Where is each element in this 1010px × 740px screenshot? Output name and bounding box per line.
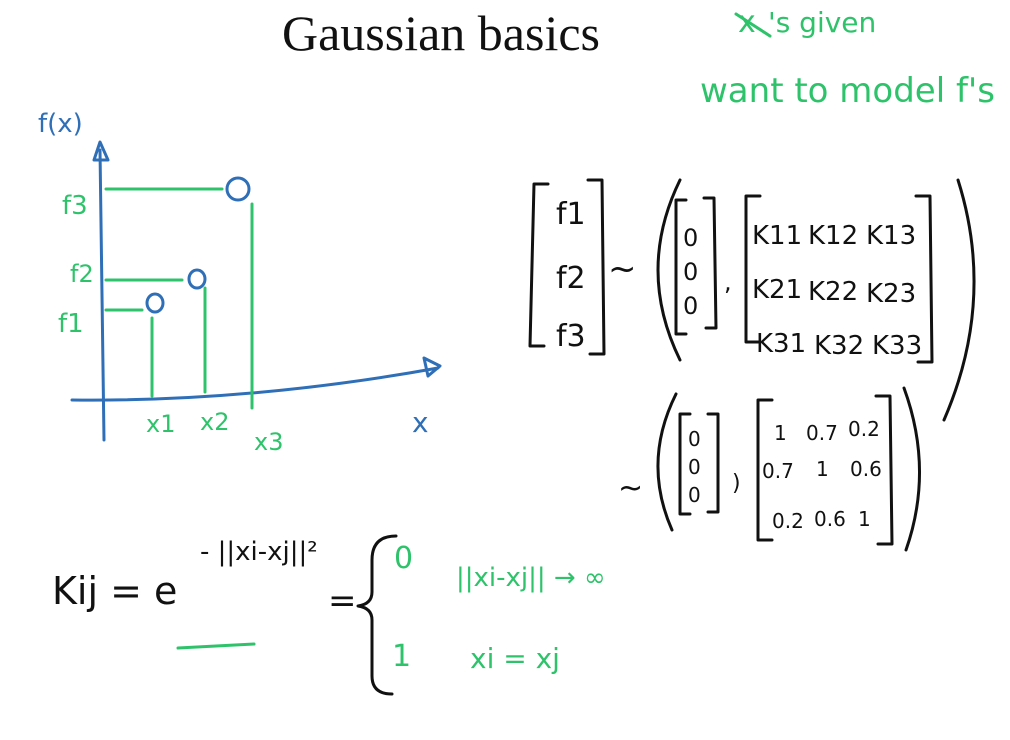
notes: x 's given want to model f's (700, 5, 995, 111)
kernel-lhs: Kij = e (52, 569, 177, 613)
cov2-12: 0.7 (806, 421, 838, 445)
x-axis-label: x (412, 406, 429, 439)
point-1 (145, 292, 165, 314)
label-f2: f2 (70, 260, 94, 288)
fvec-f1: f1 (556, 197, 586, 232)
mean1-1: 0 (683, 258, 698, 286)
comma-1: , (724, 268, 732, 296)
point-2 (187, 268, 207, 290)
cov2-23: 0.6 (850, 457, 882, 481)
cov2-11: 1 (774, 421, 787, 445)
point-3 (225, 176, 251, 202)
note-want-to-model: want to model f's (700, 71, 995, 111)
fvec-f3: f3 (556, 319, 586, 354)
mean2-right-bracket (706, 412, 720, 514)
y-axis-arrow (92, 140, 110, 162)
strike-mark (734, 12, 772, 38)
mean1-2: 0 (683, 292, 698, 320)
x-axis-line (70, 366, 440, 402)
label-x1: x1 (146, 410, 175, 438)
cov2-31: 0.2 (772, 509, 804, 533)
mean1-left-bracket (674, 198, 688, 336)
mean2-1: 0 (688, 455, 701, 479)
y-axis-label: f(x) (38, 109, 83, 139)
case1-value: 1 (392, 639, 411, 674)
mean1-0: 0 (683, 224, 698, 252)
cov1-12: K12 (808, 221, 858, 251)
cov1-23: K23 (866, 279, 916, 309)
mean2-left-bracket (678, 412, 692, 516)
green-underline (176, 642, 256, 650)
cov1-21: K21 (752, 275, 802, 305)
mean2-0: 0 (688, 427, 701, 451)
cov2-22: 1 (816, 457, 829, 481)
cov2-13: 0.2 (848, 417, 880, 441)
big-right-paren-2 (902, 386, 921, 552)
cases-brace (356, 534, 398, 696)
kernel-equals: = (328, 581, 357, 621)
tilde-2: ~ (618, 471, 643, 506)
cov2-left-bracket (756, 398, 774, 542)
x-axis-arrow (422, 356, 442, 378)
mean1-right-bracket (702, 196, 718, 330)
function-plot: f(x) x f3 f2 f1 x1 x2 x3 (38, 109, 442, 456)
cov1-32: K32 (814, 331, 864, 361)
mean2-2: 0 (688, 483, 701, 507)
big-left-paren (656, 178, 682, 362)
case0-value: 0 (394, 541, 413, 576)
distribution-numeric: ~ 0 0 0 ) 1 0.7 0.2 0.7 1 0.6 0.2 0.6 1 (618, 386, 921, 552)
cov1-33: K33 (872, 331, 922, 361)
cov1-right-bracket (914, 194, 934, 364)
y-axis-line (98, 148, 106, 442)
page-title: Gaussian basics (282, 5, 600, 61)
kernel-definition: Kij = e - ||xi-xj||² = 0 ||xi-xj|| → ∞ 1… (52, 534, 606, 696)
big-right-paren (942, 178, 976, 422)
cov1-13: K13 (866, 221, 916, 251)
fvec-f2: f2 (556, 261, 586, 296)
label-f1: f1 (58, 309, 84, 339)
label-x3: x3 (254, 428, 283, 456)
big-left-paren-2 (656, 392, 678, 532)
cov2-32: 0.6 (814, 507, 846, 531)
label-f3: f3 (62, 191, 88, 221)
cov1-11: K11 (752, 221, 802, 251)
case0-condition: ||xi-xj|| → ∞ (456, 563, 606, 593)
distribution-symbolic: f1 f2 f3 ~ 0 0 0 , K11 K12 K13 K21 K22 K… (528, 178, 976, 422)
case1-condition: xi = xj (470, 642, 560, 675)
kernel-exponent: - ||xi-xj||² (200, 537, 318, 567)
cov1-22: K22 (808, 277, 858, 307)
cov2-21: 0.7 (762, 459, 794, 483)
tilde-1: ~ (608, 249, 637, 289)
fvec-left-bracket (528, 182, 550, 348)
cov2-right-bracket (874, 394, 894, 546)
comma-2: ) (732, 471, 741, 496)
fvec-right-bracket (586, 178, 606, 356)
cov1-31: K31 (756, 329, 806, 359)
note-given: 's given (768, 6, 876, 39)
cov2-33: 1 (858, 507, 871, 531)
label-x2: x2 (200, 408, 229, 436)
cov1-left-bracket (744, 194, 762, 344)
